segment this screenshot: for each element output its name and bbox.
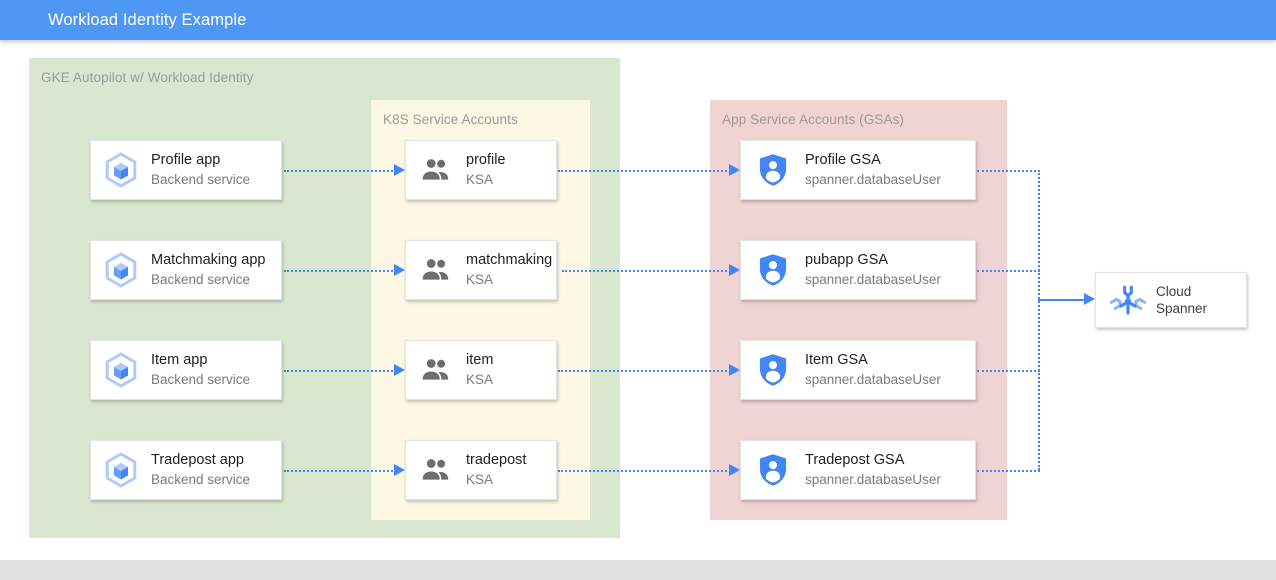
card-app-item[interactable]: Item app Backend service	[90, 340, 282, 400]
arrowhead-ksa-to-gsa-3	[729, 364, 740, 376]
service-account-shield-icon	[755, 252, 791, 288]
card-ksa-profile[interactable]: profile KSA	[405, 140, 557, 200]
spanner-label-line2: Spanner	[1156, 301, 1208, 316]
card-title: Item app	[151, 352, 208, 368]
gke-pod-icon	[99, 148, 143, 192]
card-ksa-matchmaking[interactable]: matchmaking KSA	[405, 240, 557, 300]
gke-pod-icon	[99, 348, 143, 392]
connector-gsa-to-bus-2	[977, 270, 1040, 272]
people-icon	[416, 350, 456, 390]
region-gke-label: GKE Autopilot w/ Workload Identity	[41, 70, 254, 85]
card-subtitle: Backend service	[151, 472, 251, 487]
card-app-matchmaking[interactable]: Matchmaking app Backend service	[90, 240, 282, 300]
card-title: item	[466, 352, 494, 368]
card-title: Tradepost app	[151, 452, 244, 468]
card-gsa-tradepost[interactable]: Tradepost GSA spanner.databaseUser	[740, 440, 976, 500]
card-subtitle: Backend service	[151, 272, 251, 287]
connector-ksa-to-gsa-3	[558, 370, 731, 372]
service-account-shield-icon	[755, 352, 791, 388]
gke-pod-icon	[99, 448, 143, 492]
card-subtitle: Backend service	[151, 172, 251, 187]
card-title: profile	[466, 152, 506, 168]
connector-gsa-to-bus-3	[977, 370, 1040, 372]
card-subtitle: spanner.databaseUser	[805, 372, 941, 387]
connector-gsa-to-bus-1	[977, 170, 1040, 172]
connector-bus-to-spanner	[1038, 299, 1088, 301]
connector-app-to-ksa-2	[284, 270, 396, 272]
arrowhead-ksa-to-gsa-2	[729, 264, 740, 276]
app-header-bar: Workload Identity Example	[0, 0, 1276, 40]
people-icon	[416, 250, 456, 290]
card-subtitle: spanner.databaseUser	[805, 272, 941, 287]
card-app-tradepost[interactable]: Tradepost app Backend service	[90, 440, 282, 500]
people-icon	[416, 150, 456, 190]
footer-strip	[0, 560, 1276, 580]
connector-app-to-ksa-1	[284, 170, 396, 172]
service-account-shield-icon	[755, 152, 791, 188]
card-title: Profile GSA	[805, 152, 881, 168]
card-subtitle: KSA	[466, 272, 494, 287]
card-ksa-tradepost[interactable]: tradepost KSA	[405, 440, 557, 500]
connector-ksa-to-gsa-1	[558, 170, 731, 172]
card-title: tradepost	[466, 452, 527, 468]
card-title: matchmaking	[466, 252, 553, 268]
card-gsa-profile[interactable]: Profile GSA spanner.databaseUser	[740, 140, 976, 200]
arrowhead-ksa-to-gsa-1	[729, 164, 740, 176]
card-subtitle: spanner.databaseUser	[805, 472, 941, 487]
card-subtitle: KSA	[466, 372, 494, 387]
connector-ksa-to-gsa-2	[562, 270, 731, 272]
card-title: Profile app	[151, 152, 221, 168]
arrowhead-app-to-ksa-2	[394, 264, 405, 276]
card-ksa-item[interactable]: item KSA	[405, 340, 557, 400]
arrowhead-app-to-ksa-3	[394, 364, 405, 376]
arrowhead-app-to-ksa-1	[394, 164, 405, 176]
card-title: Item GSA	[805, 352, 868, 368]
cloud-spanner-icon	[1108, 280, 1148, 320]
card-subtitle: KSA	[466, 172, 494, 187]
card-subtitle: spanner.databaseUser	[805, 172, 941, 187]
card-title: Matchmaking app	[151, 252, 266, 268]
gke-pod-icon	[99, 248, 143, 292]
card-gsa-item[interactable]: Item GSA spanner.databaseUser	[740, 340, 976, 400]
card-title: pubapp GSA	[805, 252, 889, 268]
people-icon	[416, 450, 456, 490]
arrowhead-bus-to-spanner	[1084, 293, 1095, 305]
card-subtitle: Backend service	[151, 372, 251, 387]
region-ksa-label: K8S Service Accounts	[383, 112, 518, 127]
connector-gsa-to-bus-4	[977, 470, 1040, 472]
region-gsa-label: App Service Accounts (GSAs)	[722, 112, 905, 127]
service-account-shield-icon	[755, 452, 791, 488]
connector-app-to-ksa-3	[284, 370, 396, 372]
card-subtitle: KSA	[466, 472, 494, 487]
arrowhead-app-to-ksa-4	[394, 464, 405, 476]
connector-app-to-ksa-4	[284, 470, 396, 472]
card-app-profile[interactable]: Profile app Backend service	[90, 140, 282, 200]
card-gsa-pubapp[interactable]: pubapp GSA spanner.databaseUser	[740, 240, 976, 300]
card-title: Tradepost GSA	[805, 452, 905, 468]
arrowhead-ksa-to-gsa-4	[729, 464, 740, 476]
connector-spanner-bus	[1038, 170, 1040, 470]
spanner-label-line1: Cloud	[1156, 284, 1192, 299]
connector-ksa-to-gsa-4	[558, 470, 731, 472]
page-title: Workload Identity Example	[48, 11, 247, 29]
card-cloud-spanner[interactable]: Cloud Spanner	[1095, 272, 1247, 328]
